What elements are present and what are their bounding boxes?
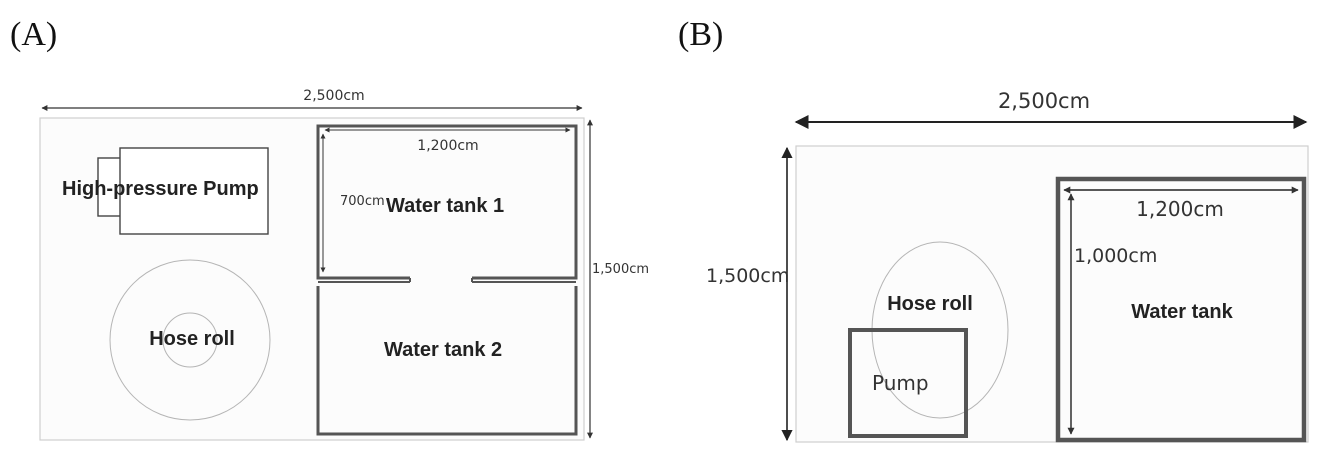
panel-a-width-label: 2,500cm [303, 88, 364, 104]
water-tank-2-outline [316, 286, 578, 436]
water-tank-outline [1055, 176, 1307, 443]
pump-label: Pump [872, 371, 929, 395]
panel-b: 2,500cm 1,500cm Hose roll Pump 1,200cm 1… [706, 89, 1309, 443]
hose-roll-label-b: Hose roll [887, 293, 973, 315]
panel-b-height-label: 1,500cm [706, 265, 789, 287]
tank-height-label: 1,000cm [1074, 245, 1157, 267]
hose-roll-outer-circle [109, 259, 271, 421]
high-pressure-pump-box [119, 147, 269, 235]
hose-roll-inner-circle [162, 312, 218, 368]
water-tank-2-label: Water tank 2 [384, 339, 502, 361]
panel-a: 2,500cm 1,500cm High-pressure Pump Hose … [39, 88, 649, 441]
water-tank-label: Water tank [1131, 301, 1233, 323]
panel-a-letter: (A) [10, 16, 58, 53]
hose-roll-label: Hose roll [149, 328, 235, 350]
water-tank-1-label: Water tank 1 [386, 195, 504, 217]
high-pressure-pump-label: High-pressure Pump [62, 178, 259, 200]
panel-b-width-label: 2,500cm [998, 89, 1090, 113]
tank-1-width-label: 1,200cm [417, 138, 478, 154]
water-tank-1-outline [316, 124, 578, 280]
panel-b-letter: (B) [678, 16, 724, 53]
panel-b-outer-boundary [795, 145, 1309, 443]
panel-a-height-label: 1,500cm [592, 262, 649, 277]
tank-width-label: 1,200cm [1136, 197, 1224, 221]
tank-1-height-label: 700cm [340, 194, 385, 209]
pump-box [848, 328, 968, 438]
